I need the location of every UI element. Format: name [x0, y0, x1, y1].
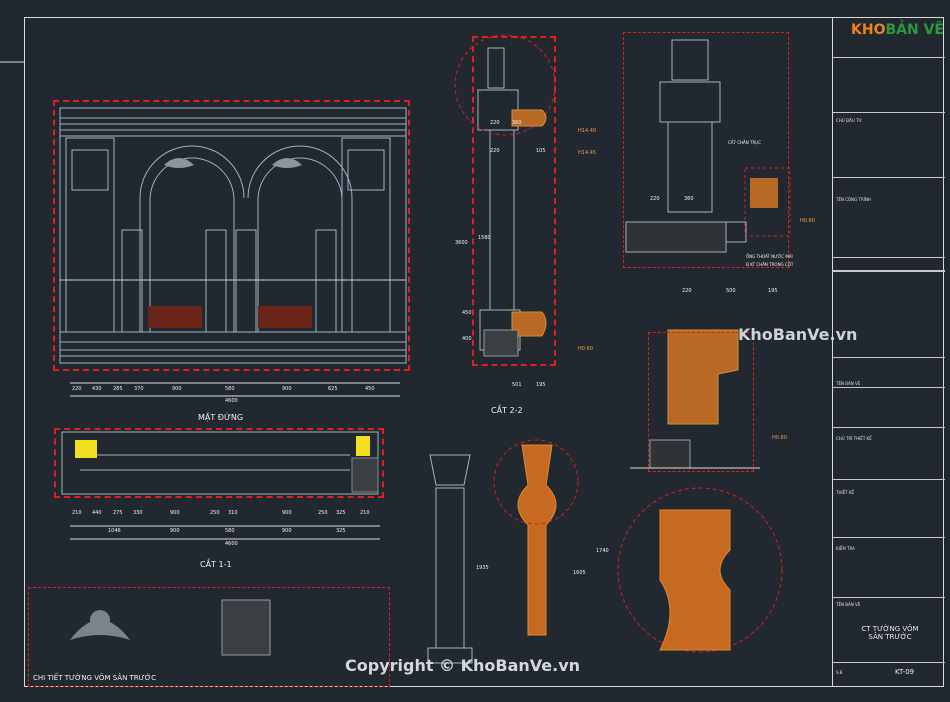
s11-dim: 325: [336, 510, 346, 516]
cornice-frame: [648, 332, 754, 472]
s11-dim: 440: [92, 510, 102, 516]
s22-dim: 220: [490, 148, 500, 154]
tb-label-project: TÊN CÔNG TRÌNH: [836, 197, 871, 202]
note-label: Đ.KT CHÂN TRONG CỘT: [746, 262, 794, 267]
s11-dim: 210: [72, 510, 82, 516]
tb-label-sb: S.B: [836, 670, 843, 675]
project-name: CT TƯỜNG VÕM SÂN TRƯỚC: [861, 625, 919, 641]
elev-dim: 450: [365, 386, 375, 392]
elev-dim: 370: [134, 386, 144, 392]
tb-label-check: KIỂM TRA: [836, 546, 855, 551]
elev-dim: 580: [225, 386, 235, 392]
s11-dim: 250: [318, 510, 328, 516]
plan-dim: 195: [768, 288, 778, 294]
plan-dim: 500: [726, 288, 736, 294]
s22-dim: 400: [462, 336, 472, 342]
title-section-1-1: CẮT 1-1: [200, 560, 232, 569]
s11-dim2: 1046: [108, 528, 121, 534]
elev-dim: 900: [282, 386, 292, 392]
plan-dim: 220: [650, 196, 660, 202]
column-elevation: [427, 454, 473, 664]
s22-dim: 501: [512, 382, 522, 388]
s11-dim: 210: [360, 510, 370, 516]
section-2-2-frame: [472, 36, 556, 366]
title-section-2-2: CẮT 2-2: [491, 406, 523, 415]
s22-dim: 105: [536, 148, 546, 154]
s22-dim: 360: [512, 120, 522, 126]
tb-label-design: THIẾT KẾ: [836, 490, 855, 495]
logo: KHOBẢN VẼ: [851, 22, 944, 38]
section-detail-frame: [623, 32, 789, 268]
note-label: CẮT CHÂN TRỤC: [728, 140, 761, 145]
s11-dim: 310: [228, 510, 238, 516]
plan-dim: 1605: [573, 570, 586, 576]
level-mark: H14.40: [578, 128, 597, 134]
copyright-watermark: Copyright © KhoBanVe.vn: [345, 656, 581, 675]
sheet-number: KT-09: [895, 668, 915, 676]
level-mark: H14.45: [578, 150, 597, 156]
drawing-frame: [24, 17, 944, 687]
watermark: KhoBanVe.vn: [738, 325, 858, 344]
elevation-frame: [53, 100, 410, 371]
s22-dim: 195: [536, 382, 546, 388]
elev-total: 4600: [225, 398, 238, 404]
title-block: [832, 17, 945, 687]
s11-dim: 900: [282, 510, 292, 516]
plan-dim: 1935: [476, 565, 489, 571]
s11-dim: 250: [210, 510, 220, 516]
s11-dim2: 325: [336, 528, 346, 534]
plan-dim: 1740: [596, 548, 609, 554]
s22-dim: 450: [462, 310, 472, 316]
tb-label-name2: TÊN BẢN VẼ: [836, 602, 861, 607]
s11-dim: 900: [170, 510, 180, 516]
tb-label-drawing: TÊN BẢN VẼ: [836, 381, 861, 386]
s11-dim2: 900: [170, 528, 180, 534]
tb-label-lead: CHỦ TRÌ THIẾT KẾ: [836, 436, 872, 441]
s22-dim: 220: [490, 120, 500, 126]
elev-dim: 285: [113, 386, 123, 392]
s11-dim: 275: [113, 510, 123, 516]
elev-dim: 625: [328, 386, 338, 392]
s11-total: 4600: [225, 541, 238, 547]
elevation-view: [59, 107, 407, 364]
section-1-1-frame: [54, 428, 384, 498]
s11-dim2: 580: [225, 528, 235, 534]
title-detail: CHI TIẾT TƯỜNG VÕM SÂN TRƯỚC: [33, 674, 156, 682]
bottom-detail-frame: [28, 587, 390, 687]
plan-dim: 220: [682, 288, 692, 294]
elev-dim: 220: [72, 386, 82, 392]
s11-dim: 330: [133, 510, 143, 516]
tb-label-owner: CHỦ ĐẦU TƯ: [836, 118, 862, 123]
level-mark: H0.60: [578, 346, 593, 352]
s22-dim: 3600: [455, 240, 468, 246]
elev-dim: 900: [172, 386, 182, 392]
s11-dim2: 900: [282, 528, 292, 534]
level-mark: H0.80: [800, 218, 815, 224]
s22-dim: 1580: [478, 235, 491, 241]
plan-dim: 360: [684, 196, 694, 202]
note-label: ỐNG THOÁT NƯỚC MÁI: [746, 254, 793, 259]
title-elevation: MẶT ĐỨNG: [198, 413, 244, 422]
elev-dim: 430: [92, 386, 102, 392]
level-mark: H0.80: [772, 435, 787, 441]
